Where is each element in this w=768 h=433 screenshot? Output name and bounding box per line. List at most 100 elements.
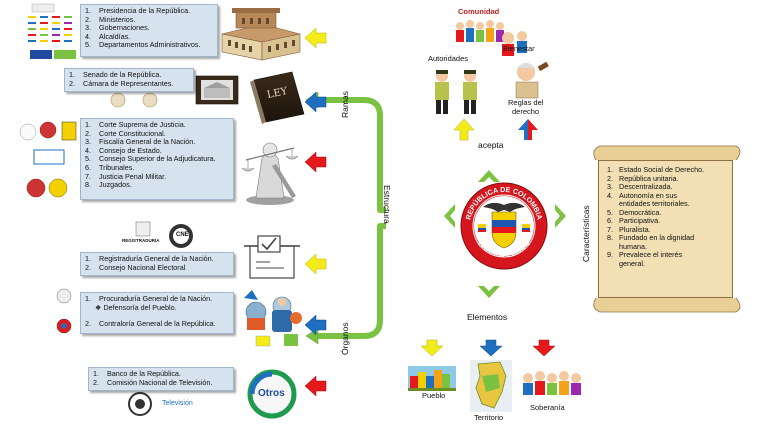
judicial-logos <box>19 121 77 198</box>
control-logos <box>56 288 72 334</box>
list-subitem: ❖ Defensoría del Pueblo. <box>95 302 177 312</box>
list-item: 1.Procuraduría General de la Nación. <box>85 294 213 303</box>
list-item: 8.Fundado en la dignidad <box>607 233 695 242</box>
chevron-up-icon <box>478 170 500 182</box>
list-item-continuation: entidades territoriales. <box>619 199 690 208</box>
ejecutiva-logos <box>28 3 76 59</box>
reglas-label-1: Reglas del <box>508 98 544 107</box>
list-item-continuation: humana. <box>619 241 647 251</box>
ramas-label: Ramas <box>340 91 350 118</box>
arrow-down-blue <box>479 339 503 357</box>
chevron-down-icon <box>478 286 500 298</box>
list-item: 2.Ministerios. <box>85 14 136 24</box>
list-item-continuation: general. <box>619 258 645 268</box>
list-item: 2.República unitaria. <box>607 173 679 183</box>
building-picture <box>221 8 301 61</box>
control-organs-picture <box>244 290 302 347</box>
list-item: 1.Registraduría General de la Nación. <box>85 254 214 263</box>
list-item: 1.Presidencia de la República. <box>85 6 191 15</box>
reglas-derecho-picture <box>515 61 549 99</box>
list-item: 5.Consejo Superior de la Adjudicatura. <box>85 154 216 164</box>
elementos-label: Elementos <box>467 312 508 322</box>
legislativa-box: 1.Senado de la República. 2.Cámara de Re… <box>64 68 194 92</box>
list-item: 6.Participativa. <box>607 216 661 225</box>
reglas-label-2: derecho <box>512 107 540 116</box>
caracteristicas-list: 1.Estado Social de Derecho.2.República u… <box>607 165 705 268</box>
territorio-map-picture <box>470 360 512 412</box>
territorio-label: Territorio <box>474 413 504 422</box>
ejecutiva-box: 1.Presidencia de la República. 2.Ministe… <box>80 4 218 57</box>
list-item: 2.Corte Constitucional. <box>85 128 166 138</box>
cne-text: CNE <box>176 232 189 238</box>
list-item: 2.Cámara de Representantes. <box>69 78 174 88</box>
arrow-up-blue-red <box>518 119 538 140</box>
arrow-yellow-electoral <box>304 253 327 275</box>
list-item: 5.Democrática. <box>607 207 662 217</box>
comunidad-label: Comunidad <box>458 7 500 16</box>
estructura-label: Estructura <box>382 185 392 224</box>
registraduria-text: REGISTRADURÍA <box>122 238 160 243</box>
ballot-box-picture <box>244 235 300 279</box>
list-item: 6.Tribunales. <box>85 162 135 172</box>
list-item: 4.Autonomía en sus <box>607 190 677 200</box>
pueblo-label: Pueblo <box>422 391 446 400</box>
list-item: 7.Justicia Penal Militar. <box>85 171 167 181</box>
caracteristicas-scroll <box>598 160 733 298</box>
organos-bracket <box>318 223 386 339</box>
soberania-label: Soberanía <box>530 403 565 412</box>
caracteristicas-label: Características <box>581 205 591 262</box>
list-item: 4.Consejo de Estado. <box>85 145 162 155</box>
otros-box: 1.Banco de la República. 2.Comisión Naci… <box>88 367 234 391</box>
list-item: 3.Descentralizada. <box>607 182 673 191</box>
otros-badge <box>247 369 297 419</box>
acepta-label: acepta <box>478 140 504 150</box>
judicial-box: 1.Corte Suprema de Justicia. 2.Corte Con… <box>80 118 234 200</box>
legislativa-logos <box>110 92 158 108</box>
list-item: 3.Gobernaciones. <box>85 23 150 33</box>
arrow-red-otros <box>304 375 327 397</box>
list-item: 2.Consejo Nacional Electoral <box>85 262 186 272</box>
arrow-up-yellow <box>453 118 475 141</box>
list-item: 3.Fiscalía General de la Nación. <box>85 137 196 147</box>
arrow-down-red <box>532 339 556 357</box>
law-book-picture <box>195 71 305 124</box>
arrow-blue-legislativa <box>304 91 327 113</box>
arrow-yellow-ejecutiva <box>304 27 327 49</box>
list-item: 5.Departamentos Administrativos. <box>85 40 201 50</box>
scroll-decoration <box>593 145 741 313</box>
pueblo-picture <box>408 366 456 391</box>
ejecutiva-list: 1.Presidencia de la República. 2.Ministe… <box>85 6 213 50</box>
list-item: 1.Estado Social de Derecho. <box>607 165 705 174</box>
bienestar-label: Bienestar <box>503 44 535 53</box>
electoral-box: 1.Registraduría General de la Nación. 2.… <box>80 252 234 276</box>
list-item: 8.Juzgados. <box>85 180 132 190</box>
chevron-right-icon <box>555 204 566 228</box>
list-item: 2.Comisión Nacional de Televisión. <box>93 377 213 387</box>
list-item: 4.Alcaldías. <box>85 31 131 41</box>
electoral-logos <box>135 221 193 248</box>
colombia-seal <box>460 182 548 270</box>
list-item: 7.Pluralista. <box>607 224 651 234</box>
television-text: Televisión <box>162 400 193 407</box>
ramas-bracket <box>318 97 386 213</box>
list-item: 1.Senado de la República. <box>69 70 162 79</box>
autoridades-picture <box>435 70 477 114</box>
chevron-left-icon <box>444 204 455 228</box>
otros-logos <box>128 392 194 416</box>
comunidad-picture <box>456 20 504 42</box>
list-item: 1.Corte Suprema de Justicia. <box>85 120 186 129</box>
soberania-picture <box>523 371 581 395</box>
list-item: 9.Prevalece el interés <box>607 250 683 259</box>
arrow-down-yellow <box>420 339 444 357</box>
bienestar-picture <box>502 31 527 56</box>
control-box: 1.Procuraduría General de la Nación. ❖ D… <box>80 292 234 334</box>
arrow-red-judicial <box>304 151 327 173</box>
list-item: 1.Banco de la República. <box>93 369 181 378</box>
list-item: 2.Contraloría General de la República. <box>85 319 216 329</box>
organos-label: Órganos <box>340 322 350 355</box>
justice-scale-picture <box>241 142 299 205</box>
autoridades-label: Autoridades <box>428 54 469 63</box>
arrow-blue-control <box>304 314 327 336</box>
otros-text: Otros <box>258 388 285 399</box>
